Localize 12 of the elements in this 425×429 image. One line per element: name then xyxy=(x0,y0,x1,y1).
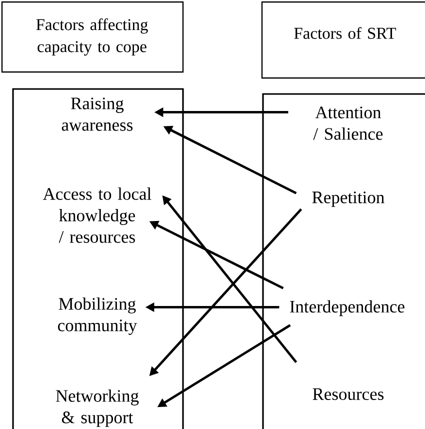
factor-label: Raising awareness xyxy=(62,98,133,131)
factor-label: Resources xyxy=(312,388,384,400)
header-box: Factors of SRT xyxy=(261,1,425,79)
factor-label: Mobilizing community xyxy=(58,298,137,335)
column-box xyxy=(262,93,425,429)
factor-label: Attention / Salience xyxy=(313,106,383,140)
factor-label: Interdependence xyxy=(290,300,404,316)
factor-label: Repetition xyxy=(312,192,384,207)
header-box: Factors affecting capacity to cope xyxy=(1,1,184,73)
factor-label: Access to local knowledge / resources xyxy=(42,188,152,243)
factor-label: Networking & support xyxy=(56,390,139,427)
column-box xyxy=(12,88,184,429)
